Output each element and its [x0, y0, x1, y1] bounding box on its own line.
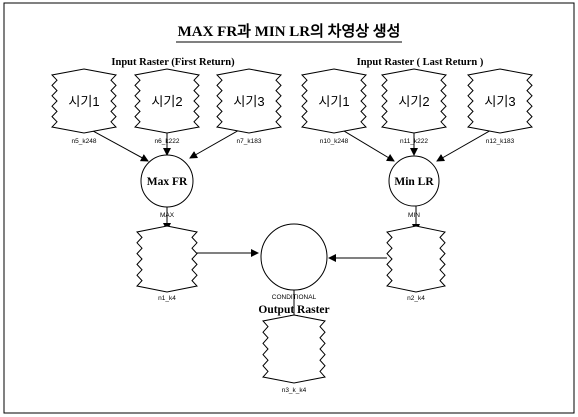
- raster-node-n5: 시기1 n5_k248: [50, 68, 118, 145]
- raster-caption: n11_k222: [400, 138, 428, 145]
- raster-label: 시기2: [398, 94, 429, 109]
- raster-label: 시기3: [484, 94, 515, 109]
- operator-label: Max FR: [147, 176, 188, 188]
- conditional-circle: [260, 223, 328, 291]
- raster-zigzag-shape: [386, 225, 446, 293]
- raster-caption: n7_k183: [237, 138, 262, 145]
- conditional-node: CONDITIONAL Output Raster: [258, 223, 330, 316]
- raster-zigzag-shape: [380, 68, 448, 134]
- raster-zigzag-shape: [133, 68, 201, 134]
- operator-circle: [388, 155, 440, 207]
- operator-label: Min LR: [394, 176, 434, 188]
- raster-node-n11: 시기2 n11_k222: [380, 68, 448, 145]
- operator-node-max-fr: Max FR MAX: [140, 154, 194, 219]
- operator-tag: MIN: [408, 212, 420, 219]
- left-group-label: Input Raster (First Return): [111, 57, 235, 68]
- raster-node-n3: n3_k_k4: [262, 314, 326, 394]
- raster-caption: n6_k222: [155, 138, 180, 145]
- raster-label: 시기1: [68, 94, 99, 109]
- output-raster-label: Output Raster: [258, 304, 329, 316]
- conditional-tag: CONDITIONAL: [272, 294, 317, 301]
- raster-node-n2: n2_k4: [386, 225, 446, 302]
- raster-zigzag-shape: [300, 68, 368, 134]
- raster-node-n10: 시기1 n10_k248: [300, 68, 368, 145]
- raster-caption: n5_k248: [72, 138, 97, 145]
- raster-caption: n12_k183: [486, 138, 515, 145]
- raster-caption: n2_k4: [407, 295, 425, 302]
- raster-caption: n1_k4: [158, 295, 176, 302]
- raster-label: 시기1: [318, 94, 349, 109]
- operator-circle: [140, 154, 194, 208]
- operator-tag: MAX: [160, 212, 175, 219]
- raster-zigzag-shape: [466, 68, 534, 134]
- raster-zigzag-shape: [215, 68, 283, 134]
- right-group-label: Input Raster ( Last Return ): [357, 57, 484, 68]
- raster-label: 시기3: [233, 94, 264, 109]
- raster-zigzag-shape: [262, 314, 326, 384]
- raster-node-n7: 시기3 n7_k183: [215, 68, 283, 145]
- raster-label: 시기2: [151, 94, 182, 109]
- connectors: [81, 124, 501, 323]
- raster-node-n12: 시기3 n12_k183: [466, 68, 534, 145]
- raster-node-n6: 시기2 n6_k222: [133, 68, 201, 145]
- raster-zigzag-shape: [50, 68, 118, 134]
- raster-node-n1: n1_k4: [136, 225, 198, 302]
- raster-zigzag-shape: [136, 225, 198, 293]
- raster-caption: n3_k_k4: [282, 387, 307, 394]
- diagram-frame: [3, 2, 575, 414]
- raster-caption: n10_k248: [320, 138, 349, 145]
- operator-node-min-lr: Min LR MIN: [388, 155, 440, 219]
- diagram-title: MAX FR과 MIN LR의 차영상 생성: [178, 22, 401, 40]
